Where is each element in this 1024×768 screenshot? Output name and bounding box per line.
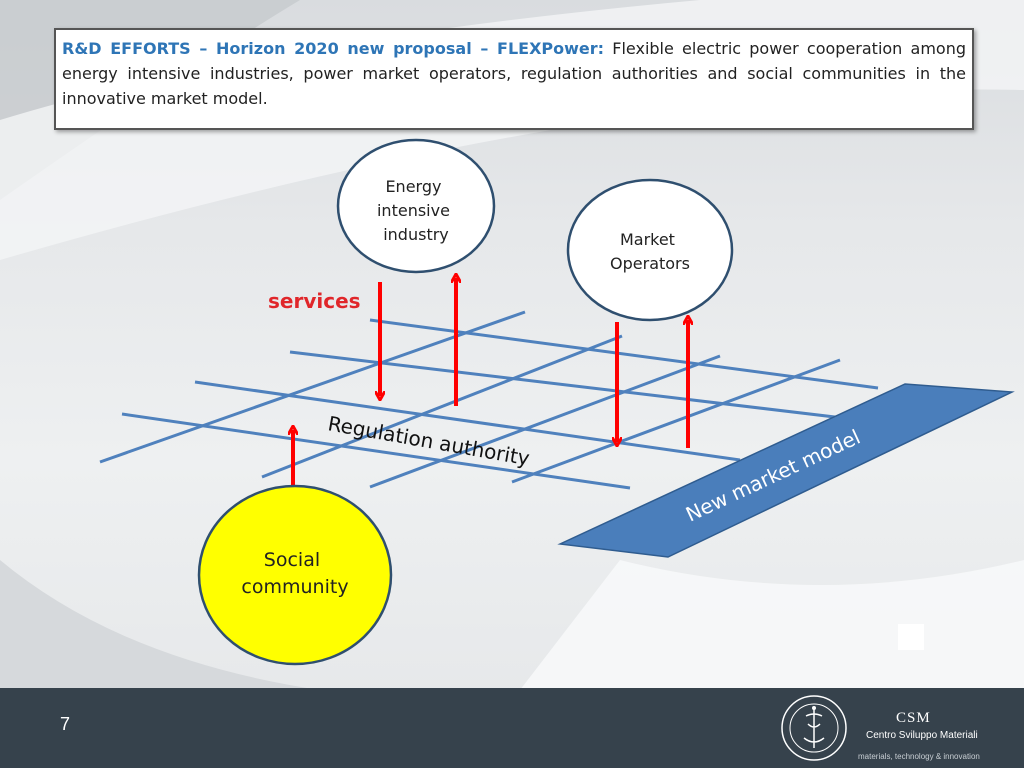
grid-line	[261, 334, 623, 479]
svg-text:Energy intensive i: Energy intensive industry	[377, 177, 455, 244]
grid-line	[369, 318, 879, 390]
org-name: Centro Sviluppo Materiali	[866, 730, 978, 741]
market-node-line: Market	[620, 230, 675, 249]
energy-node-line: industry	[383, 225, 449, 244]
energy-intensive-industry-node: Energy intensive industry	[336, 138, 496, 274]
decorative-square	[898, 624, 924, 650]
header-text: R&D EFFORTS – Horizon 2020 new proposal …	[62, 36, 966, 111]
header-body: Flexible electric power cooperation amon…	[62, 39, 967, 108]
svg-text:Market Operators: Market Operators	[610, 230, 690, 273]
grid-line	[369, 354, 721, 489]
energy-node-line: Energy	[385, 177, 441, 196]
grid-line	[289, 350, 861, 422]
new-market-model-shape	[557, 383, 1015, 558]
rina-seal-icon	[781, 695, 847, 761]
org-short: CSM	[896, 710, 931, 726]
flexpower-diagram: New market model Regulation authority se…	[99, 138, 1015, 666]
social-community-node: Social community	[197, 484, 393, 666]
social-node-line: community	[241, 576, 348, 598]
market-node-line: Operators	[610, 254, 690, 273]
page-number: 7	[60, 714, 71, 734]
header-lead: R&D EFFORTS – Horizon 2020 new proposal …	[62, 39, 605, 58]
market-operators-node: Market Operators	[566, 178, 734, 322]
header-box: R&D EFFORTS – Horizon 2020 new proposal …	[54, 28, 974, 130]
service-arrows	[293, 278, 688, 486]
svg-text:Social community: Social community	[241, 549, 348, 598]
org-tagline: materials, technology & innovation	[858, 752, 980, 761]
energy-node-line: intensive	[377, 201, 450, 220]
grid-line	[121, 412, 631, 490]
grid-line	[511, 358, 841, 484]
footer-bar: 7 CSM Centro Sviluppo Materiali material…	[0, 688, 1024, 768]
regulation-grid	[99, 310, 879, 490]
social-node-line: Social	[264, 549, 320, 571]
services-label: services	[268, 289, 361, 313]
